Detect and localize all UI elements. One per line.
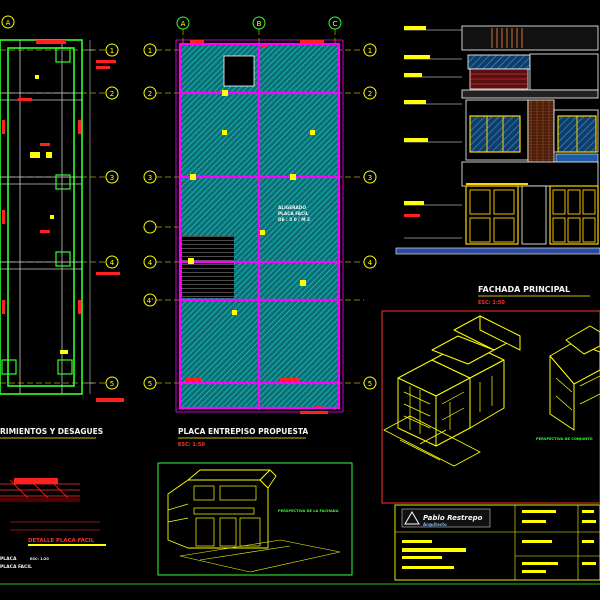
grid-label: 4' — [147, 297, 153, 305]
ground-line — [395, 247, 600, 255]
grid-bubble-C: C — [328, 16, 342, 30]
grid-label: A — [181, 20, 186, 28]
grid-label: 1 — [110, 47, 114, 55]
slab-note-line1: ALIGERADO — [278, 205, 306, 211]
title-block: Pablo Restrepo Arquitecto — [394, 504, 600, 581]
grid-label: C — [333, 20, 338, 28]
grid-bubble-B: B — [252, 16, 266, 30]
slab-plan-scale: ESC: 1:50 — [178, 442, 205, 448]
slab-note-line3: DE : 5 0 / M 2 — [278, 217, 310, 223]
grid-bubble-1-left — [105, 43, 119, 57]
slab-plan-title: PLACA ENTREPISO PROPUESTA — [178, 427, 308, 436]
grid-bubble-3-left — [105, 170, 119, 184]
grid-label: 5 — [110, 380, 114, 388]
grid-label: 3 — [148, 174, 152, 182]
iso-large-label: PERSPECTIVA DE CONJUNTO — [536, 437, 593, 441]
grid-label: 5 — [368, 380, 372, 388]
foundation-plan: A 1 2 3 4 5 — [0, 15, 124, 439]
iso-small-label: PERSPECTIVA DE LA FACHADA — [278, 509, 339, 513]
grid-label: 3 — [368, 174, 372, 182]
grid-bubble-5-left — [105, 376, 119, 390]
grid-bubble-2-left — [105, 86, 119, 100]
slab-opening — [223, 55, 255, 87]
facade-scale: ESC: 1:50 — [478, 300, 505, 306]
grid-bubble-4-left — [105, 255, 119, 269]
facade-perspective: PERSPECTIVA DE LA FACHADA — [157, 462, 353, 576]
architect-logo — [401, 508, 491, 528]
grid-label: 2 — [368, 90, 372, 98]
grid-label: 1 — [368, 47, 372, 55]
slab-note-line2: PLACA FACIL — [278, 211, 309, 217]
facade-title: FACHADA PRINCIPAL — [478, 285, 570, 294]
stair-opening — [182, 236, 234, 298]
grid-label: 5 — [148, 380, 152, 388]
grid-label: 3 — [110, 174, 114, 182]
foundation-plan-title: RIMIENTOS Y DESAGUES — [0, 427, 103, 436]
slab-detail: DETALLE PLACA FACIL PLACA PLACA FACIL ES… — [0, 478, 106, 570]
architect-sub: Arquitecto — [423, 522, 447, 527]
grid-label: 2 — [148, 90, 152, 98]
isometric-views: PERSPECTIVA DE CONJUNTO — [381, 310, 600, 504]
grid-label: 4 — [148, 259, 153, 267]
grid-bubble-A-left: A — [1, 15, 15, 29]
detail-note-1: PLACA — [0, 556, 17, 562]
detail-note-3: ESC: 1:20 — [30, 557, 49, 561]
grid-label: 4 — [110, 259, 115, 267]
detail-title: DETALLE PLACA FACIL — [28, 538, 95, 544]
architect-name: Pablo Restrepo — [423, 514, 483, 522]
grid-label: 1 — [148, 47, 152, 55]
grid-label: B — [257, 20, 262, 28]
grid-label: 4 — [368, 259, 373, 267]
grid-bubble-A: A — [176, 16, 190, 30]
detail-note-2: PLACA FACIL — [0, 564, 32, 570]
slab-plan: A B C 1 2 3 4 4' 5 1 — [143, 16, 377, 448]
grid-label: 2 — [110, 90, 114, 98]
front-facade: FACHADA PRINCIPAL ESC: 1:50 — [395, 25, 600, 306]
grid-label: A — [6, 19, 11, 27]
